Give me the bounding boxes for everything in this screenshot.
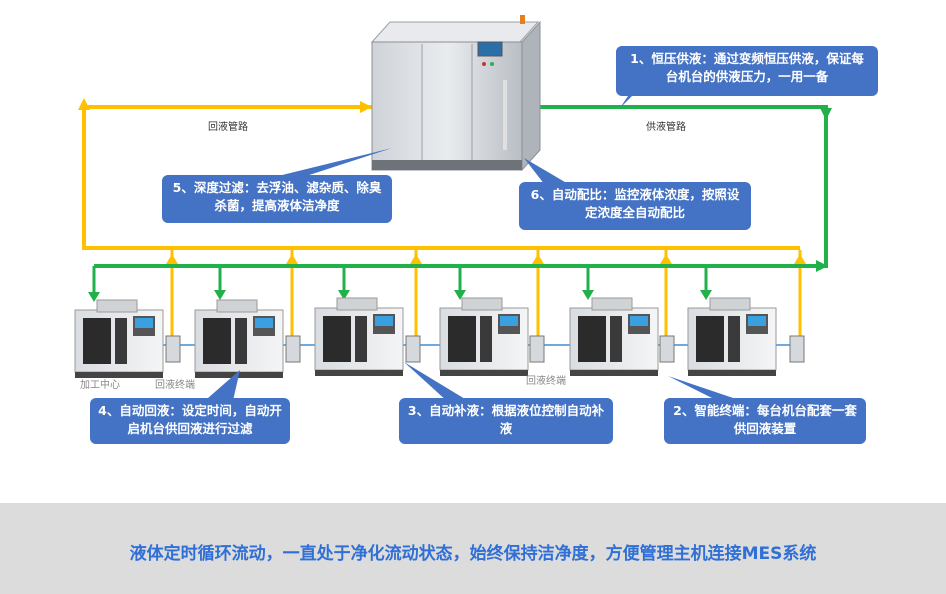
system-diagram: 回液管路 供液管路 加工中心 回液终端 回液终端 1、恒压供液：通过变频恒压供液… <box>74 15 878 444</box>
footer-banner: 液体定时循环流动，一直处于净化流动状态，始终保持洁净度，方便管理主机连接MES系… <box>0 503 946 594</box>
cnc-machine <box>569 297 659 376</box>
cnc-label: 加工中心 <box>80 380 120 391</box>
supply-arrows <box>816 108 832 272</box>
return-pipe <box>82 105 800 250</box>
cnc-machine <box>687 297 777 376</box>
callout-deep-filtration: 5、深度过滤：去浮油、滤杂质、除臭杀菌，提高液体洁净度 <box>162 175 392 223</box>
return-arrows <box>78 98 372 113</box>
filtration-cabinet <box>370 15 541 172</box>
cnc-machine <box>194 299 284 378</box>
return-terminal-label: 回液终端 <box>526 376 566 387</box>
callout-constant-pressure: 1、恒压供液：通过变频恒压供液，保证每台机台的供液压力，一用一备 <box>616 46 878 96</box>
supply-pipe <box>94 105 828 268</box>
callout-auto-refill: 3、自动补液：根据液位控制自动补液 <box>399 398 613 444</box>
supply-pipe-label: 供液管路 <box>646 122 686 133</box>
return-terminal-label: 回液终端 <box>155 380 195 391</box>
cnc-machine <box>314 297 404 376</box>
cnc-machine <box>439 297 529 376</box>
terminal-unit <box>165 335 805 363</box>
callout-auto-ratio: 6、自动配比：监控液体浓度，按照设定浓度全自动配比 <box>519 182 751 230</box>
return-pipe-label: 回液管路 <box>208 122 248 133</box>
riser-arrows <box>166 254 806 264</box>
supply-drops <box>92 266 708 298</box>
footer-text: 液体定时循环流动，一直处于净化流动状态，始终保持洁净度，方便管理主机连接MES系… <box>129 544 817 564</box>
callout-auto-return: 4、自动回液：设定时间，自动开启机台供回液进行过滤 <box>90 398 290 444</box>
supply-drop-arrows <box>88 290 712 302</box>
cnc-machine <box>74 299 164 378</box>
callout-smart-terminal: 2、智能终端：每台机台配套一套供回液装置 <box>664 398 866 444</box>
